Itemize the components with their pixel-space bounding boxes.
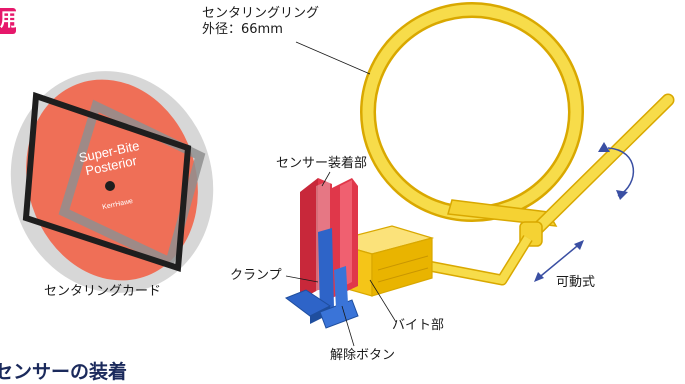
rotation-arrow: [598, 142, 634, 200]
sensor-holder-left-wall: [300, 178, 318, 300]
leader-sensor-mount: [321, 171, 331, 187]
card-black-frame: [22, 91, 192, 273]
rod-body: [523, 95, 673, 243]
leader-ring: [295, 41, 371, 75]
sensor-mount-label: センサー装着部: [276, 156, 368, 171]
centering-ring: [360, 2, 584, 227]
clamp-label: クランプ: [230, 268, 282, 283]
section-tab: 用: [0, 8, 16, 34]
centering-card: Super-Bite Posterior KerrHawe: [10, 71, 214, 293]
release-button-part: [334, 266, 348, 308]
bite-block-side: [371, 237, 433, 297]
card-center-dot: [105, 181, 115, 191]
leader-release: [341, 305, 355, 347]
ring-body: [362, 4, 582, 220]
section-heading: センサーの装着: [0, 361, 128, 383]
ring-label-group: センタリングリング 外径：66mm: [202, 6, 319, 38]
ring-title-label: センタリングリング: [202, 6, 320, 21]
section-tab-char: 用: [0, 10, 16, 31]
bite-block-groove-2: [377, 267, 429, 283]
bite-arm: [407, 235, 532, 284]
leader-lines: [285, 41, 397, 347]
rotation-arrowhead-top: [598, 142, 610, 152]
movable-label: 可動式: [556, 275, 596, 290]
clamp-post: [318, 228, 334, 312]
movable-arrowhead-down: [534, 272, 544, 282]
release-button-label: 解除ボタン: [330, 348, 396, 363]
ring-base-plate: [447, 199, 558, 227]
movable-arrow-line: [535, 241, 583, 281]
clamp: [284, 228, 359, 329]
movable-arrowhead-up: [574, 240, 584, 250]
ring-diameter-label: 外径：66mm: [202, 22, 283, 37]
leader-clamp: [285, 275, 319, 283]
movable-arrow: [534, 240, 584, 282]
sensor-holder-highlight: [340, 180, 352, 288]
indicator-rod: [406, 93, 675, 286]
bite-label: バイト部: [392, 318, 445, 333]
leader-bite: [369, 279, 397, 323]
bite-block-groove-1: [377, 255, 429, 271]
rotation-arrowhead-bottom: [616, 190, 628, 200]
centering-card-label: センタリングカード: [44, 284, 162, 299]
